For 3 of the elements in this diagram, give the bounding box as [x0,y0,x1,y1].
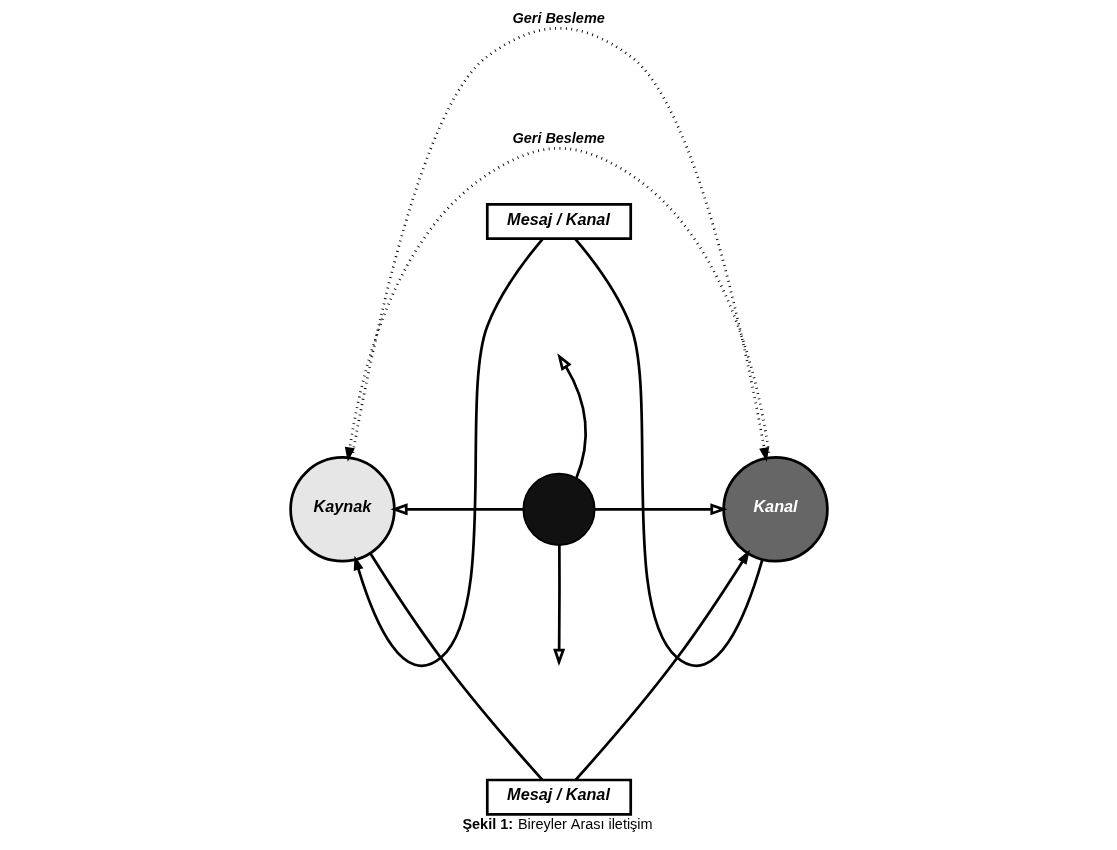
edge-label: Geri Besleme [512,9,605,26]
caption: Şekil 1: Bireyler Arası iletişim [461,815,653,832]
edge-label: Geri Besleme [512,129,605,146]
